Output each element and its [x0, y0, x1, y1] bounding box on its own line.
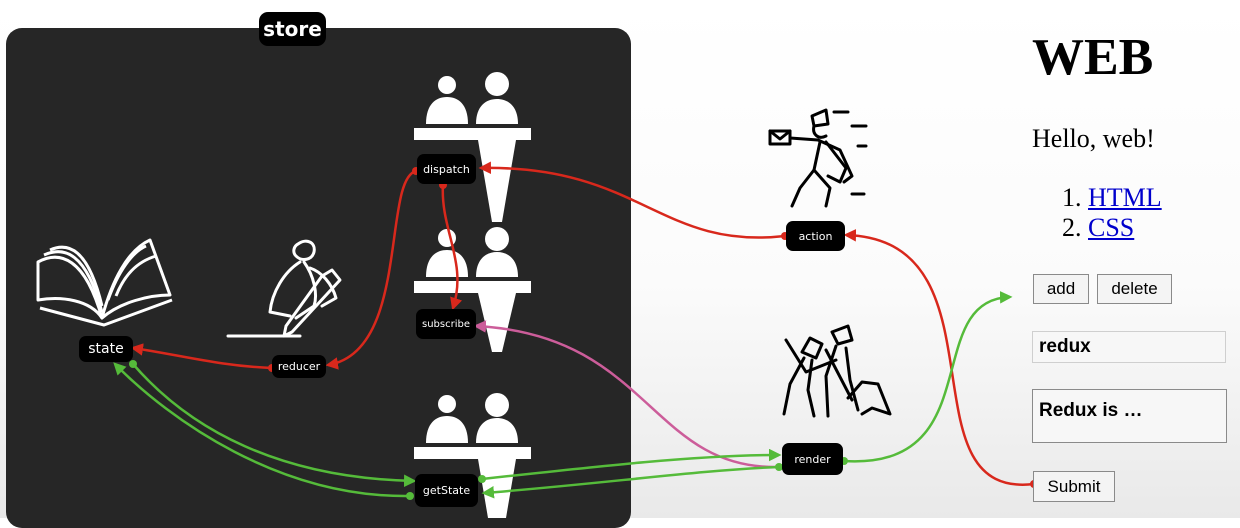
web-description: Hello, web!: [1032, 124, 1155, 153]
dispatch-to-subscribe-arrow: [441, 183, 463, 311]
delete-button[interactable]: delete: [1097, 274, 1172, 304]
web-nav-list: 1. HTML 2. CSS: [1062, 183, 1162, 243]
store-title: store: [259, 12, 326, 46]
web-page-title: WEB: [1032, 29, 1154, 86]
clerks-at-counter-icon: [414, 72, 531, 222]
description-textarea[interactable]: Redux is …: [1032, 389, 1227, 443]
render-node: render: [782, 443, 843, 475]
getstate-node: getState: [415, 474, 478, 507]
clerks-at-counter-icon: [414, 393, 531, 518]
nav-item-number: 1.: [1062, 183, 1082, 212]
render-to-web-arrow: [843, 291, 1013, 463]
subscribe-node: subscribe: [416, 309, 476, 339]
getstate-port: [406, 492, 414, 500]
mail-courier-icon: [768, 108, 868, 208]
title-input[interactable]: [1032, 331, 1226, 363]
nav-item-number: 2.: [1062, 213, 1082, 242]
state-node: state: [79, 336, 133, 362]
state-port: [129, 360, 137, 368]
dispatch-to-reducer-arrow: [325, 169, 417, 370]
state-to-getstate-arrow: [132, 363, 417, 488]
nav-item-html: 1. HTML: [1062, 183, 1162, 213]
construction-workers-icon: [782, 324, 892, 418]
getstate-to-state-arrow: [113, 362, 411, 498]
action-to-dispatch-arrow: [478, 161, 786, 239]
store-panel: [6, 28, 631, 528]
getstate-to-render-arrow: [481, 448, 782, 481]
dispatch-node: dispatch: [417, 154, 476, 184]
reducer-to-state-arrow: [130, 343, 273, 370]
nav-link-css[interactable]: CSS: [1088, 213, 1135, 242]
render-to-subscribe-arrow: [473, 320, 780, 469]
render-to-getstate-arrow: [481, 465, 780, 499]
getstate-port: [478, 475, 486, 483]
add-button[interactable]: add: [1033, 274, 1089, 304]
clerks-at-counter-icon: [414, 227, 531, 352]
submit-button[interactable]: Submit: [1033, 471, 1115, 502]
writing-person-icon: [226, 239, 342, 338]
action-node: action: [786, 221, 845, 251]
submit-to-action-arrow: [843, 229, 1035, 486]
reducer-node: reducer: [272, 355, 326, 378]
render-port: [775, 463, 783, 471]
nav-link-html[interactable]: HTML: [1088, 183, 1162, 212]
nav-item-css: 2. CSS: [1062, 213, 1162, 243]
open-book-icon: [36, 238, 173, 327]
